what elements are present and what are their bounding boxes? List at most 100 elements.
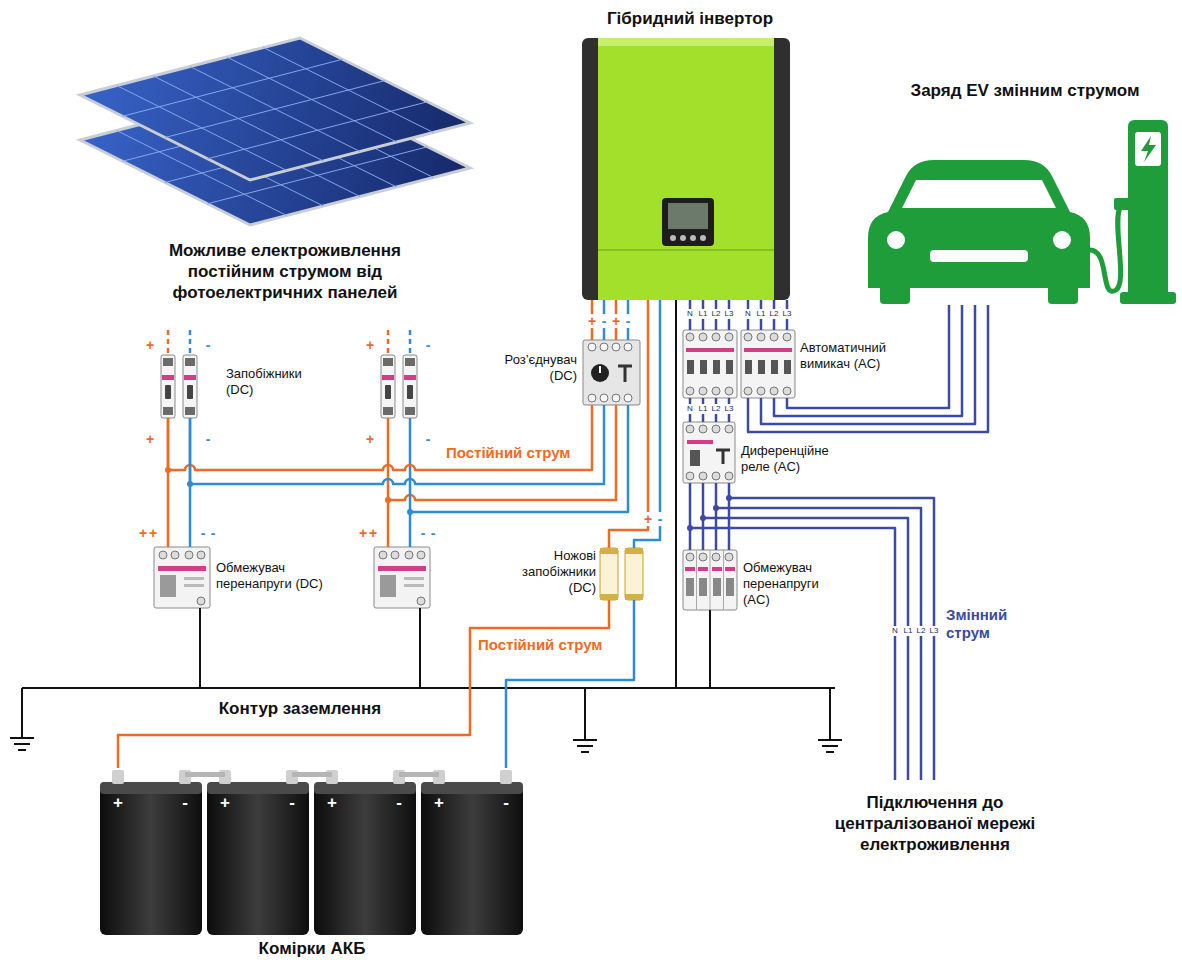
terminal-sign: - [431, 526, 436, 540]
inverter-body [670, 235, 676, 241]
wire-connector [165, 405, 604, 487]
terminal-sign: - [426, 432, 431, 446]
ac-surge-unit [712, 553, 720, 561]
pv-input-stubs [190, 330, 410, 355]
terminal-sign: - [421, 526, 426, 540]
terminal-sign: + [643, 512, 653, 526]
ev-car-and-charger [1090, 208, 1121, 291]
junction-dot [187, 481, 193, 487]
terminal-sign: + [146, 432, 154, 446]
battery-terminal-sign: - [396, 794, 402, 811]
current-type-label: Постійний струм [478, 636, 602, 654]
component-label: Запобіжники (DC) [226, 366, 318, 398]
inverter-body [598, 249, 774, 251]
junction-dot [165, 467, 171, 473]
ac-surge-unit [683, 550, 737, 610]
ac-surge-unit [726, 578, 734, 596]
grid-wiring [716, 508, 921, 780]
wire [118, 600, 609, 768]
phase-label: N [892, 626, 898, 636]
disconnector-unit [591, 364, 609, 382]
phase-label: L1 [757, 309, 766, 319]
ev-car-and-charger [880, 284, 910, 304]
ac-surge-unit [712, 567, 722, 571]
battery-terminal-sign: + [220, 794, 230, 811]
illustration [573, 740, 597, 752]
phase-label: L2 [712, 404, 721, 414]
ev-charger: Заряд EV змінним струмом [862, 118, 1172, 305]
dc-fuse-units [381, 355, 395, 418]
ac-surge-unit [697, 550, 724, 610]
component-label: Обмежувач перенапруги (AC) [743, 560, 831, 608]
ev-car-and-charger [930, 250, 1028, 262]
ac-breaker: Автоматичний вимикач (AC) [683, 330, 795, 398]
grid-wiring [687, 495, 934, 780]
illustration [10, 738, 34, 750]
current-type-label: Змінний струм [946, 606, 1026, 642]
relay-unit [699, 472, 707, 480]
ground-wiring [22, 300, 835, 740]
wire [168, 405, 592, 470]
relay-unit [683, 422, 735, 483]
ev-car-and-charger [868, 160, 1090, 288]
component-label: Роз’єднувач (DC) [487, 352, 577, 384]
relay-unit [725, 472, 733, 480]
phase-label: L3 [930, 626, 939, 636]
inverter-body [598, 38, 774, 300]
knife-fuse-units [625, 548, 643, 600]
relay-unit [686, 425, 694, 433]
component-label: Диференційне реле (AC) [741, 443, 841, 475]
terminal-sign: + [366, 432, 374, 446]
relay-unit [699, 425, 707, 433]
relay-unit [690, 450, 700, 466]
current-type-label: Постійний струм [446, 444, 570, 462]
second-string-wiring [385, 497, 391, 503]
battery-cells [100, 770, 523, 935]
phase-label: N [745, 309, 751, 319]
ev-car-and-charger [1128, 120, 1168, 300]
wire-connector [690, 300, 787, 330]
ac-surge-unit [686, 553, 694, 561]
inverter-body [680, 235, 686, 241]
disconnector-unit [612, 394, 620, 402]
pv-input-stubs [168, 330, 410, 355]
illustration [818, 740, 842, 752]
dc-fuse-units [161, 355, 417, 418]
terminal-sign: + [611, 314, 621, 328]
phase-label: L3 [725, 309, 734, 319]
relay-unit [712, 425, 720, 433]
ac-surge-unit [686, 578, 694, 596]
solar-panels [80, 38, 470, 225]
ac-surge-unit [699, 553, 707, 561]
disconnector-unit [600, 343, 608, 351]
phase-label: L1 [699, 309, 708, 319]
dc-surge-units [154, 547, 430, 608]
phase-label: L3 [725, 404, 734, 414]
dc-fuse-units [183, 355, 197, 418]
wire-connector [690, 398, 729, 422]
ev-car-and-charger [902, 180, 1056, 208]
dc-surge-units [154, 547, 210, 608]
heading-label: Комірки АКБ [100, 938, 524, 959]
relay-unit [683, 422, 735, 483]
wire-connector [592, 300, 628, 340]
inverter-body [662, 198, 714, 246]
solar-panels [80, 38, 470, 180]
battery-terminal-sign: - [503, 794, 509, 811]
ev-car-and-charger [1048, 284, 1078, 304]
terminal-sign: + [587, 314, 597, 328]
differential-relay: Диференційне реле (AC) [683, 422, 735, 483]
dc-disconnector: Роз’єднувач (DC) [583, 340, 640, 405]
knife-fuses: Ножові запобіжники (DC) [598, 548, 645, 600]
dc-surge-units [374, 547, 430, 608]
terminal-sign: + [359, 526, 367, 540]
battery-terminal-sign: + [113, 794, 123, 811]
ground-wiring [22, 688, 830, 740]
dc-fuse-units [161, 355, 175, 418]
phase-label: L3 [783, 309, 792, 319]
knife-fuse-units [600, 548, 618, 600]
inverter-body [598, 38, 774, 46]
battery-cells [314, 770, 416, 935]
ac-surge-unit [683, 550, 737, 610]
relay-unit [712, 472, 720, 480]
